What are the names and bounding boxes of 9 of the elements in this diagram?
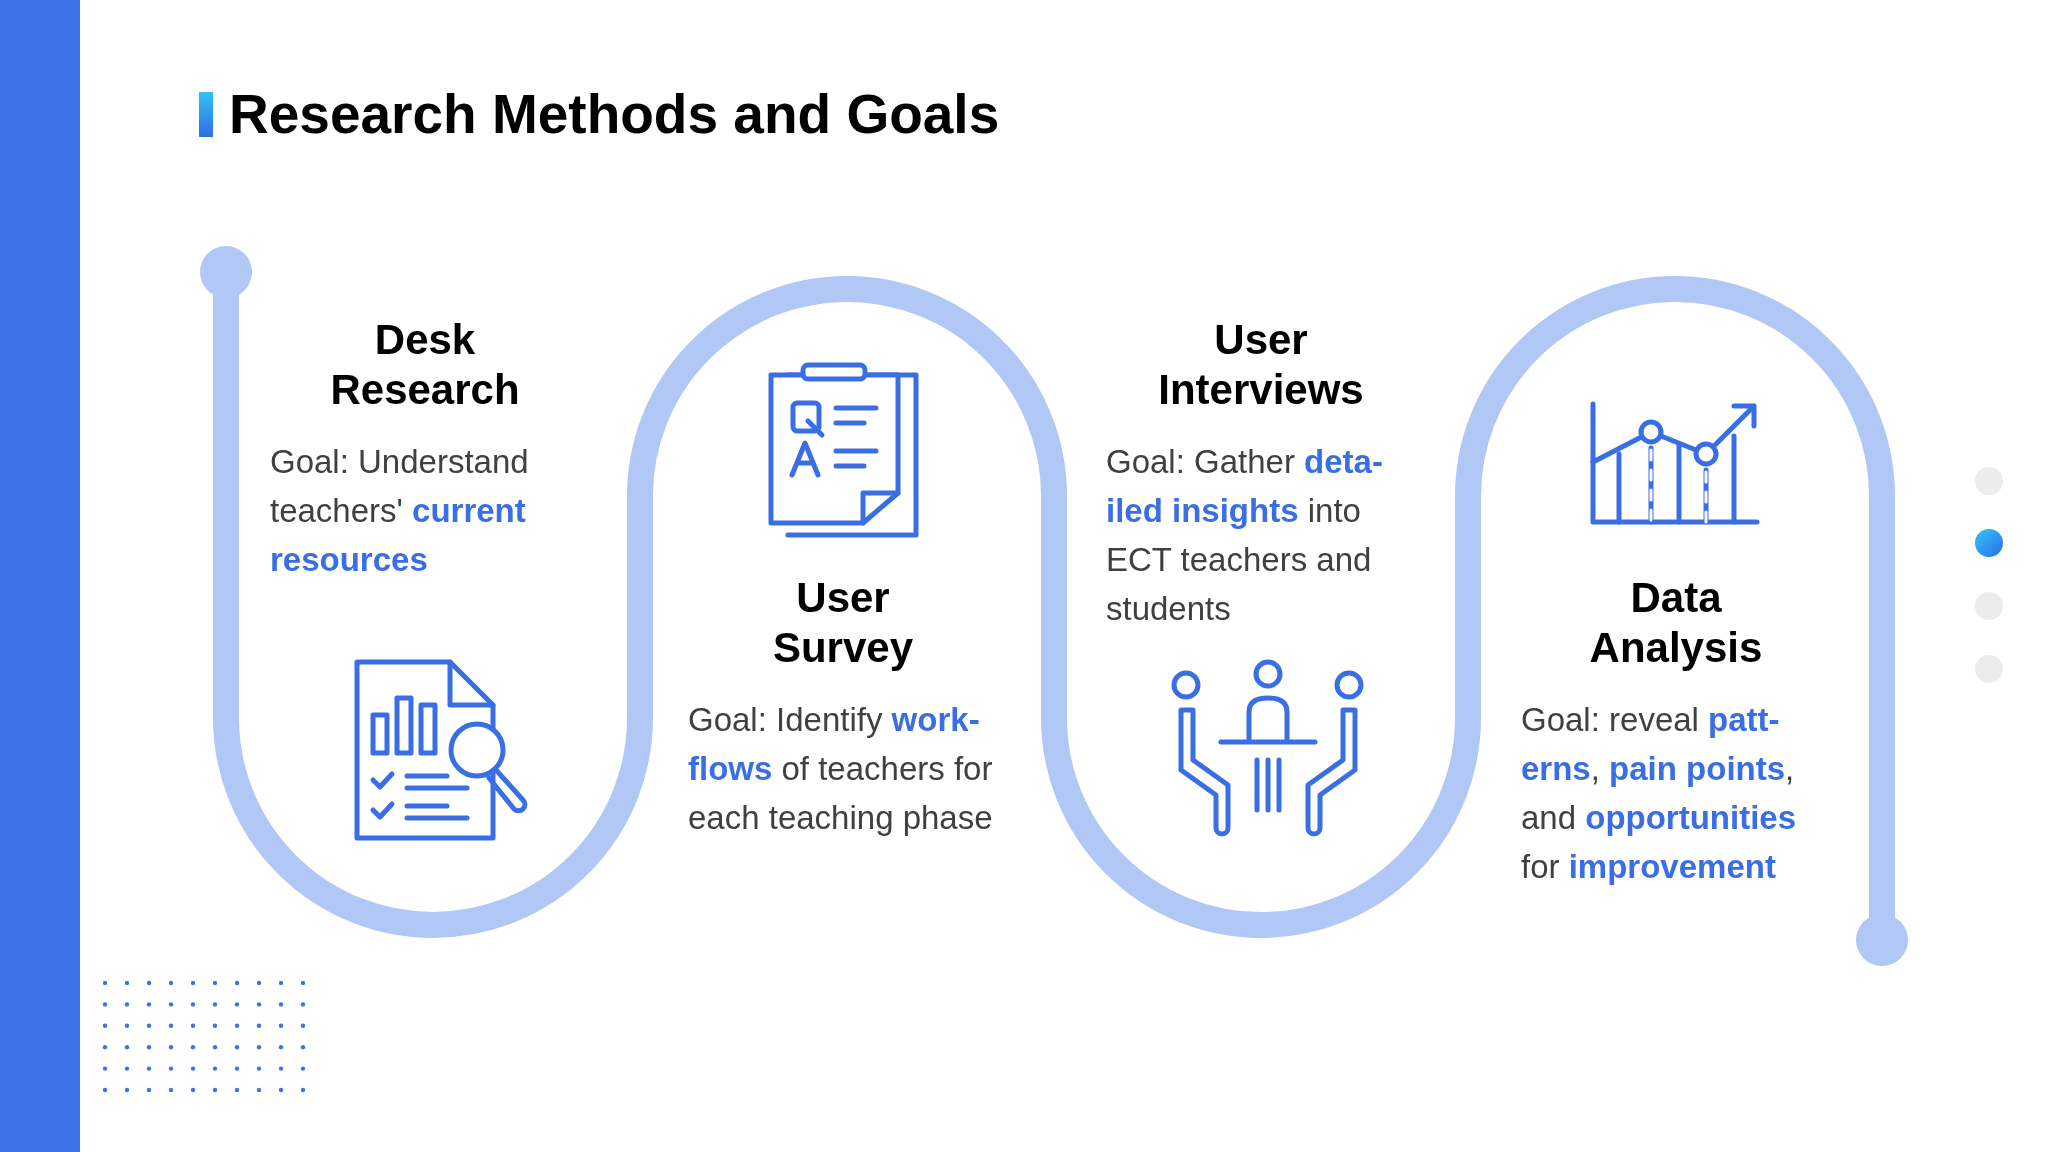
goal-text: Goal: Understand teachers' current resources — [270, 442, 530, 580]
goal-text: Goal: reveal patt-erns, pain points, and opportunities for improvement — [1521, 700, 1798, 887]
goal-text: Goal: Identify work-flows of teachers for each teaching phase — [688, 700, 993, 838]
step-heading: Data Analysis — [1588, 573, 1764, 673]
step-heading: User Interviews — [1157, 315, 1365, 415]
title: Research Methods and Goals — [229, 82, 1000, 146]
step-heading: Desk Research — [329, 315, 521, 415]
goal-text: Goal: Gather deta-iled insights into ECT teachers and students — [1106, 442, 1384, 629]
step-heading: User Survey — [771, 573, 915, 673]
